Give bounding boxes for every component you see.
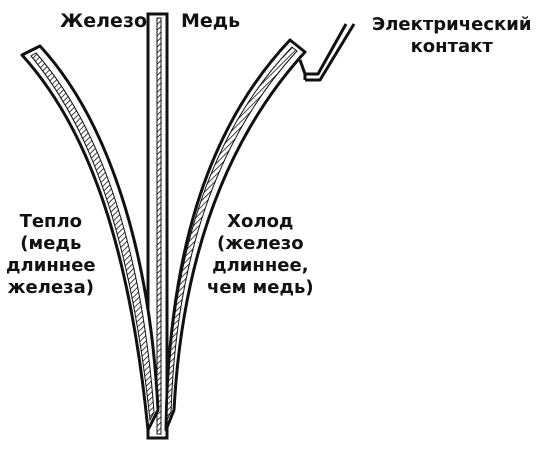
left-bent-strip (20, 44, 160, 432)
iron-label: Железо (60, 10, 148, 32)
center-strip (146, 12, 169, 440)
copper-label: Медь (181, 10, 241, 32)
electrical-contact (298, 23, 356, 82)
right-bent-strip (164, 38, 307, 432)
